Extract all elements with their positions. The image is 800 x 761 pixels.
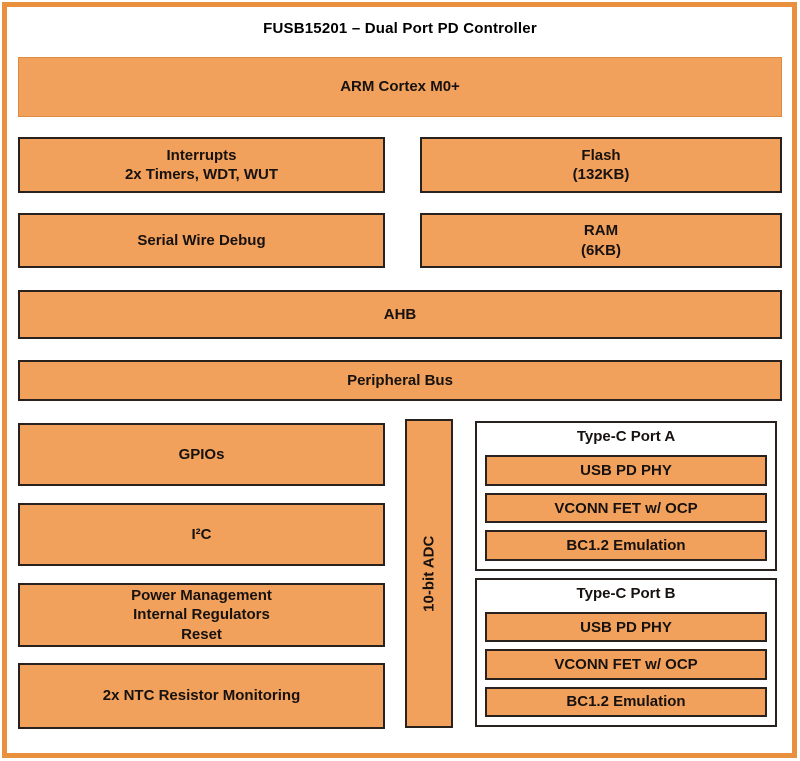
block-ram-line2: (6KB) xyxy=(581,241,621,259)
block-gpios: GPIOs xyxy=(18,423,385,486)
diagram-title: FUSB15201 – Dual Port PD Controller xyxy=(263,20,537,37)
block-serial-wire-debug-label: Serial Wire Debug xyxy=(137,231,266,249)
block-i2c-label: I²C xyxy=(191,525,212,543)
block-flash-line2: (132KB) xyxy=(572,166,630,183)
block-power-management-line1: Power Management xyxy=(131,586,272,604)
block-gpios-label: GPIOs xyxy=(178,445,225,463)
block-arm-cortex-m0-label: ARM Cortex M0+ xyxy=(340,78,460,96)
block-ntc-monitoring: 2x NTC Resistor Monitoring xyxy=(18,663,385,729)
block-ntc-monitoring-label: 2x NTC Resistor Monitoring xyxy=(102,687,301,705)
port-a-usb-pd-phy: USB PD PHY xyxy=(485,455,767,486)
block-serial-wire-debug: Serial Wire Debug xyxy=(18,213,385,268)
block-ahb: AHB xyxy=(18,290,782,339)
block-peripheral-bus-label: Peripheral Bus xyxy=(347,371,453,389)
block-peripheral-bus: Peripheral Bus xyxy=(18,360,782,401)
type-c-port-b-box: Type-C Port B USB PD PHY VCONN FET w/ OC… xyxy=(475,578,777,727)
port-b-title: Type-C Port B xyxy=(576,585,676,602)
block-arm-cortex-m0: ARM Cortex M0+ xyxy=(18,57,782,117)
port-b-vconn-fet-ocp: VCONN FET w/ OCP xyxy=(485,649,767,680)
block-10bit-adc: 10-bit ADC xyxy=(405,419,453,728)
block-10bit-adc-label: 10-bit ADC xyxy=(420,535,438,612)
block-ram: RAM (6KB) xyxy=(420,213,782,268)
block-interrupts: Interrupts 2x Timers, WDT, WUT xyxy=(18,137,385,193)
port-a-title: Type-C Port A xyxy=(576,428,676,445)
type-c-port-a-box: Type-C Port A USB PD PHY VCONN FET w/ OC… xyxy=(475,421,777,571)
block-flash: Flash (132KB) xyxy=(420,137,782,193)
block-interrupts-line2: 2x Timers, WDT, WUT xyxy=(124,166,279,183)
block-ram-line1: RAM xyxy=(583,222,619,239)
block-ahb-label: AHB xyxy=(383,305,417,323)
block-flash-line1: Flash xyxy=(581,146,621,164)
block-power-management-line2: Internal Regulators xyxy=(133,606,270,624)
port-a-vconn-fet-ocp: VCONN FET w/ OCP xyxy=(485,492,767,524)
block-power-management-line3: Reset xyxy=(181,625,222,643)
block-power-management: Power Management Internal Regulators Res… xyxy=(18,583,385,647)
port-b-usb-pd-phy: USB PD PHY xyxy=(485,612,767,643)
block-interrupts-line1: Interrupts xyxy=(166,146,237,164)
block-i2c: I²C xyxy=(18,503,385,566)
port-b-bc12-emulation: BC1.2 Emulation xyxy=(485,686,767,717)
port-a-bc12-emulation: BC1.2 Emulation xyxy=(485,530,767,562)
